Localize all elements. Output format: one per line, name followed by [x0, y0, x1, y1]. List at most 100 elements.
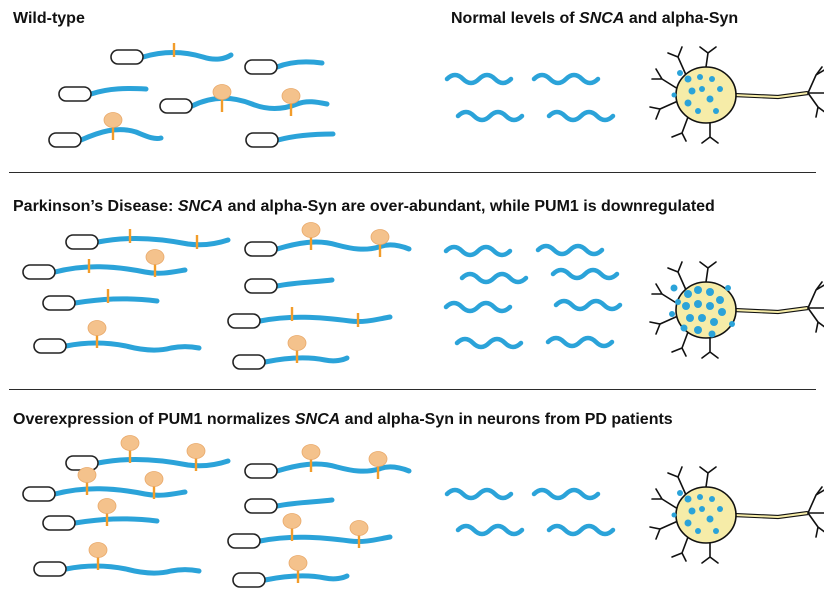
- panel-3-title: Overexpression of PUM1 normalizes SNCA a…: [13, 411, 673, 428]
- pum1-protein-icon: [370, 229, 390, 245]
- alpha-syn-aggregate-dot: [671, 92, 677, 98]
- mrna-cap-icon: [22, 486, 56, 502]
- alpha-syn-squiggle-icon: [444, 72, 514, 86]
- mrna-tail: [95, 456, 231, 469]
- mrna-cap-icon: [58, 86, 92, 102]
- neuron-soma: [675, 486, 737, 544]
- dendrite: [807, 486, 824, 514]
- alpha-syn-aggregate-dot: [713, 528, 719, 534]
- mrna-cap-icon: [227, 533, 261, 549]
- mrna-transcript: [244, 497, 335, 514]
- mrna-tail: [274, 461, 412, 474]
- mrna-transcript: [42, 498, 160, 531]
- dendrite: [701, 122, 719, 144]
- dendrite: [699, 261, 717, 283]
- dendrite: [807, 307, 824, 333]
- panel-1-title: Wild-type: [13, 10, 85, 27]
- mrna-transcript: [42, 289, 160, 311]
- dendrite: [699, 46, 717, 68]
- alpha-syn-aggregate-dot: [699, 86, 705, 92]
- mrna-tail: [140, 50, 234, 62]
- pum1-protein-icon: [87, 320, 107, 336]
- mrna-tail: [274, 497, 335, 509]
- alpha-syn-squiggle-icon: [531, 72, 601, 86]
- neuron-layer: [649, 46, 824, 564]
- alpha-syn-aggregate-dot: [709, 496, 715, 502]
- alpha-syn-aggregate-dot: [695, 528, 701, 534]
- dendrite: [807, 92, 824, 118]
- alpha-syn-aggregate-dot: [684, 519, 692, 527]
- pum1-protein-icon: [145, 249, 165, 265]
- mrna-tail: [262, 573, 350, 583]
- alpha-syn-squiggle-icon: [443, 244, 513, 258]
- mrna-tail: [257, 534, 393, 544]
- neuron-icon: [649, 466, 824, 564]
- alpha-syn-squiggle-icon: [455, 523, 525, 537]
- pum1-protein-icon: [282, 513, 302, 529]
- dendrite: [701, 337, 719, 359]
- mrna-transcript: [110, 43, 234, 65]
- mrna-tail: [274, 277, 335, 289]
- alpha-syn-aggregate-dot: [684, 290, 692, 298]
- alpha-syn-aggregate-dot: [677, 490, 683, 496]
- mrna-cap-icon: [227, 313, 261, 329]
- dendrite: [807, 281, 824, 309]
- alpha-syn-aggregate-dot: [684, 495, 692, 503]
- mrna-cap-icon: [244, 463, 278, 479]
- alpha-syn-squiggle-icon: [535, 243, 605, 257]
- dendrite: [699, 466, 717, 488]
- mrna-transcript: [244, 277, 335, 294]
- axon-core: [733, 92, 809, 99]
- mrna-transcript: [232, 335, 350, 370]
- alpha-syn-aggregate-dot: [713, 108, 719, 114]
- mrna-cap-icon: [65, 234, 99, 250]
- alpha-syn-aggregate-dot: [697, 494, 703, 500]
- dendrite: [651, 68, 679, 90]
- alpha-syn-squiggle-icon: [444, 487, 514, 501]
- alpha-syn-squiggle-icon: [443, 300, 513, 314]
- alpha-syn-aggregate-dot: [706, 288, 714, 296]
- alpha-syn-aggregate-dot: [694, 326, 702, 334]
- dendrite: [667, 46, 687, 76]
- mrna-transcript: [58, 86, 149, 102]
- pum1-protein-icon: [186, 443, 206, 459]
- mrna-transcript: [22, 467, 188, 502]
- alpha-syn-aggregate-dot: [677, 70, 683, 76]
- alpha-syn-squiggle-icon: [454, 336, 524, 350]
- pum1-protein-icon: [212, 84, 232, 100]
- mrna-cap-icon: [33, 338, 67, 354]
- dendrite: [807, 66, 824, 94]
- alpha-syn-aggregate-dot: [684, 99, 692, 107]
- mrna-tail: [275, 131, 336, 143]
- alpha-syn-squiggle-icon: [531, 487, 601, 501]
- mrna-tail: [88, 86, 149, 97]
- alpha-syn-squiggle-icon: [553, 298, 623, 312]
- pum1-protein-icon: [301, 444, 321, 460]
- alpha-syn-layer: [443, 72, 623, 537]
- alpha-syn-aggregate-dot: [706, 515, 714, 523]
- alpha-syn-aggregate-dot: [688, 87, 696, 95]
- mrna-transcript: [232, 555, 350, 588]
- alpha-syn-aggregate-dot: [671, 512, 677, 518]
- mrna-transcript: [245, 131, 336, 148]
- mrna-tail: [274, 239, 412, 252]
- mrna-cap-icon: [42, 295, 76, 311]
- panel-divider-1: [9, 172, 816, 173]
- dendrite: [671, 331, 689, 357]
- panel-divider-2: [9, 389, 816, 390]
- alpha-syn-aggregate-dot: [716, 296, 724, 304]
- alpha-syn-aggregate-dot: [718, 308, 726, 316]
- mrna-cap-icon: [245, 132, 279, 148]
- mrna-cap-icon: [159, 98, 193, 114]
- mrna-cap-icon: [65, 455, 99, 471]
- mrna-cap-icon: [232, 354, 266, 370]
- alpha-syn-aggregate-dot: [698, 314, 706, 322]
- alpha-syn-aggregate-dot: [706, 302, 714, 310]
- dendrite: [649, 315, 679, 335]
- mrna-cap-icon: [42, 515, 76, 531]
- mrna-transcript: [65, 229, 231, 250]
- mrna-tail: [262, 355, 350, 365]
- alpha-syn-aggregate-dot: [680, 324, 688, 332]
- mrna-cap-icon: [48, 132, 82, 148]
- panel-2-title: Parkinson’s Disease: SNCA and alpha-Syn …: [13, 198, 715, 215]
